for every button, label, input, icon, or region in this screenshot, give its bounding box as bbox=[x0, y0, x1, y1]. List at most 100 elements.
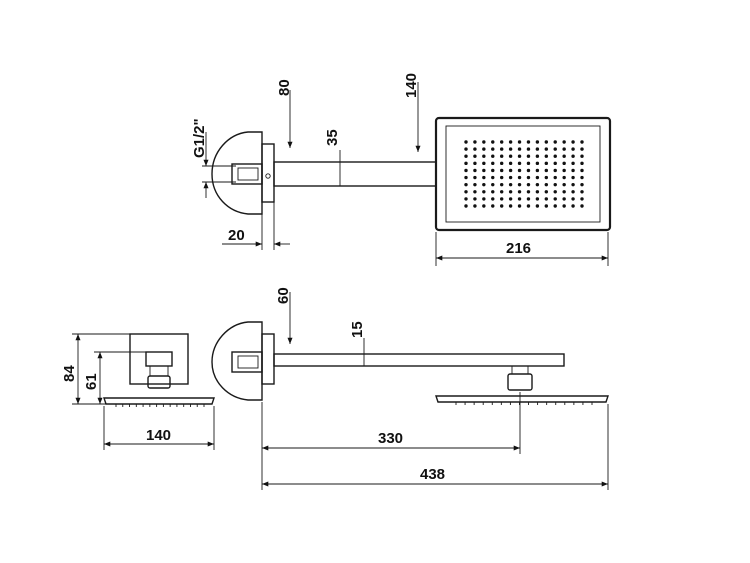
head-nozzle-grid bbox=[464, 140, 584, 208]
nozzle bbox=[526, 140, 531, 144]
nozzle bbox=[482, 168, 486, 173]
nozzle bbox=[526, 161, 531, 166]
nozzle bbox=[508, 197, 513, 201]
top-wall-flange bbox=[261, 143, 275, 203]
nozzle bbox=[553, 140, 557, 144]
nozzle bbox=[526, 182, 531, 187]
dim-top-35: 35 bbox=[324, 129, 341, 146]
nozzle bbox=[517, 182, 522, 187]
nozzle bbox=[517, 168, 522, 173]
dim-side-15: 15 bbox=[349, 321, 366, 338]
nozzle bbox=[544, 168, 549, 173]
dim-side-330: 330 bbox=[378, 430, 403, 447]
nozzle bbox=[544, 182, 549, 187]
top-flange-screw bbox=[265, 173, 271, 179]
nozzle bbox=[526, 190, 531, 194]
nozzle bbox=[544, 140, 549, 144]
nozzle bbox=[482, 190, 486, 194]
nozzle bbox=[562, 154, 566, 158]
nozzle bbox=[544, 154, 549, 158]
nozzle bbox=[535, 154, 540, 158]
nozzle bbox=[508, 168, 513, 173]
nozzle bbox=[491, 161, 495, 166]
nozzle bbox=[508, 154, 513, 158]
side-wall-section bbox=[211, 321, 263, 401]
nozzle bbox=[508, 161, 513, 166]
nozzle bbox=[464, 204, 468, 208]
nozzle bbox=[571, 197, 575, 201]
nozzle bbox=[571, 161, 575, 166]
nozzle bbox=[580, 154, 584, 158]
nozzle bbox=[482, 147, 486, 151]
nozzle bbox=[517, 154, 522, 158]
nozzle bbox=[544, 175, 549, 180]
nozzle bbox=[499, 168, 504, 173]
nozzle bbox=[571, 168, 575, 173]
nozzle bbox=[473, 147, 477, 151]
nozzle bbox=[464, 197, 468, 201]
nozzle bbox=[571, 190, 575, 194]
nozzle bbox=[473, 190, 477, 194]
nozzle bbox=[571, 182, 575, 187]
nozzle bbox=[482, 197, 486, 201]
nozzle bbox=[571, 154, 575, 158]
nozzle bbox=[508, 175, 513, 180]
nozzle bbox=[571, 147, 575, 151]
top-shower-head bbox=[434, 116, 612, 232]
nozzle bbox=[553, 175, 557, 180]
side-shower-head bbox=[435, 395, 609, 403]
nozzle bbox=[464, 161, 468, 166]
nozzle bbox=[535, 182, 540, 187]
nozzle bbox=[526, 168, 531, 173]
nozzle bbox=[535, 140, 540, 144]
nozzle bbox=[499, 154, 504, 158]
nozzle bbox=[544, 204, 549, 208]
nozzle bbox=[482, 182, 486, 187]
nozzle bbox=[580, 147, 584, 151]
nozzle bbox=[544, 190, 549, 194]
nozzle bbox=[508, 182, 513, 187]
nozzle bbox=[553, 197, 557, 201]
nozzle bbox=[499, 175, 504, 180]
nozzle bbox=[580, 175, 584, 180]
nozzle bbox=[517, 175, 522, 180]
nozzle bbox=[499, 140, 504, 144]
nozzle bbox=[482, 204, 486, 208]
nozzle bbox=[464, 154, 468, 158]
nozzle bbox=[580, 197, 584, 201]
nozzle bbox=[562, 161, 566, 166]
dim-top-thread: G1/2" bbox=[191, 118, 208, 158]
nozzle bbox=[562, 147, 566, 151]
nozzle bbox=[526, 154, 531, 158]
nozzle bbox=[491, 175, 495, 180]
nozzle bbox=[464, 140, 468, 144]
side-shower-arm bbox=[273, 353, 565, 367]
nozzle bbox=[580, 140, 584, 144]
nozzle bbox=[464, 190, 468, 194]
nozzle bbox=[535, 175, 540, 180]
nozzle bbox=[553, 190, 557, 194]
nozzle bbox=[508, 140, 513, 144]
nozzle bbox=[499, 147, 504, 151]
top-wall-section bbox=[211, 131, 263, 215]
side-front-unit bbox=[103, 333, 215, 407]
nozzle bbox=[553, 154, 557, 158]
nozzle bbox=[517, 204, 522, 208]
nozzle bbox=[499, 197, 504, 201]
top-shower-arm bbox=[273, 161, 437, 187]
nozzle bbox=[473, 140, 477, 144]
nozzle bbox=[535, 197, 540, 201]
dim-side-140: 140 bbox=[146, 427, 171, 444]
nozzle bbox=[544, 197, 549, 201]
nozzle bbox=[499, 161, 504, 166]
nozzle bbox=[562, 168, 566, 173]
nozzle bbox=[508, 147, 513, 151]
nozzle bbox=[571, 140, 575, 144]
nozzle bbox=[482, 175, 486, 180]
nozzle bbox=[580, 182, 584, 187]
top-view: 80 35 140 G1/2" 20 216 bbox=[191, 73, 612, 266]
dim-side-60: 60 bbox=[275, 287, 292, 304]
nozzle bbox=[517, 190, 522, 194]
nozzle bbox=[491, 154, 495, 158]
